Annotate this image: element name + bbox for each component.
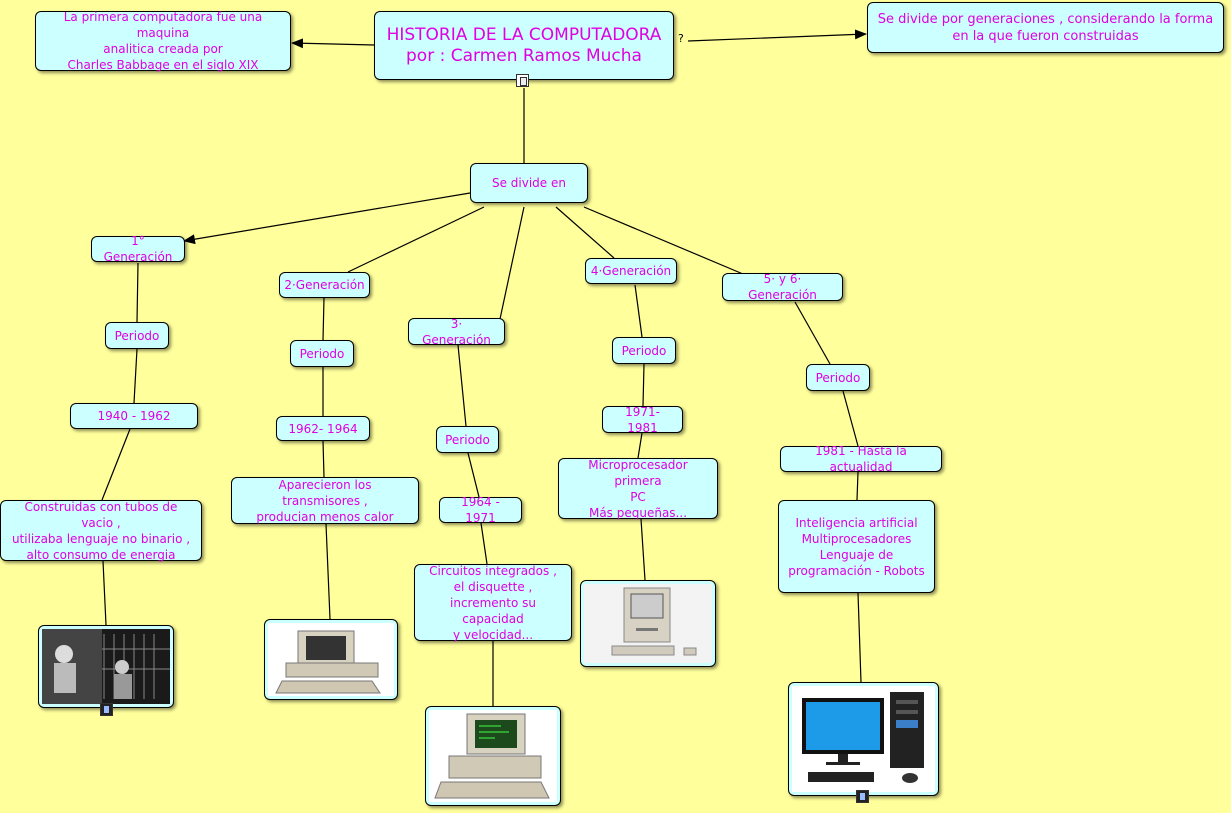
link-sedivide-gen3 xyxy=(499,206,525,320)
link-sedivide-gen2 xyxy=(347,206,485,273)
img56-node[interactable] xyxy=(788,682,939,796)
generaciones-info-node[interactable]: Se divide por generaciones , considerand… xyxy=(867,2,1224,53)
link-sedivide-gen4 xyxy=(555,206,615,259)
img4-node[interactable] xyxy=(580,580,716,667)
img3-node[interactable] xyxy=(425,706,561,806)
link-sedivide-gen56 xyxy=(583,206,744,275)
periodo1-node[interactable]: Periodo xyxy=(105,322,169,349)
title-node[interactable]: HISTORIA DE LA COMPUTADORA por : Carmen … xyxy=(374,11,674,80)
integrated-circuit-pc-photo xyxy=(429,710,557,802)
img2-node[interactable] xyxy=(264,619,398,700)
gen2-node[interactable]: 2·Generación xyxy=(279,272,370,298)
macintosh-photo xyxy=(584,584,712,663)
fecha1-node[interactable]: 1940 - 1962 xyxy=(70,403,198,429)
fecha56-node[interactable]: 1981 - Hasta la actualidad xyxy=(780,444,942,474)
desc1-node[interactable]: Construidas con tubos de vacio , utiliza… xyxy=(0,500,202,562)
link-title-babbage xyxy=(291,38,375,49)
link-label: ? xyxy=(678,32,684,45)
gen4-node[interactable]: 4·Generación xyxy=(585,258,677,284)
vacuum-tube-computer-photo xyxy=(42,629,170,704)
desc3-node[interactable]: Circuitos integrados , el disquette , in… xyxy=(414,564,572,642)
desc4-node[interactable]: Microprocesador primera PC Más pequeñas.… xyxy=(558,458,718,520)
fecha2-node[interactable]: 1962- 1964 xyxy=(276,416,370,441)
desc56-node[interactable]: Inteligencia artificial Multiprocesadore… xyxy=(778,500,935,593)
modern-desktop-photo xyxy=(792,686,935,792)
video-attachment-icon-2[interactable] xyxy=(856,790,869,803)
periodo2-node[interactable]: Periodo xyxy=(290,340,354,367)
link-sedivide-gen1 xyxy=(183,192,471,245)
gen56-node[interactable]: 5· y 6· Generación xyxy=(722,272,843,302)
periodo3-node[interactable]: Periodo xyxy=(436,426,499,453)
desc2-node[interactable]: Aparecieron los transmisores , producian… xyxy=(231,477,419,524)
gen3-node[interactable]: 3· Generación xyxy=(408,317,505,347)
video-attachment-icon[interactable] xyxy=(100,703,113,716)
fecha3-node[interactable]: 1964 - 1971 xyxy=(439,495,522,525)
transistor-pc-photo xyxy=(268,623,394,696)
gen1-node[interactable]: 1° Generación xyxy=(91,234,185,264)
img1-node[interactable] xyxy=(38,625,174,708)
periodo4-node[interactable]: Periodo xyxy=(612,337,676,364)
document-attachment-icon[interactable] xyxy=(516,74,529,87)
se-divide-node[interactable]: Se divide en xyxy=(470,163,588,203)
fecha4-node[interactable]: 1971- 1981 xyxy=(602,405,683,435)
link-title-generaciones xyxy=(687,29,867,42)
babbage-node[interactable]: La primera computadora fue una maquina a… xyxy=(35,10,291,72)
periodo56-node[interactable]: Periodo xyxy=(806,364,870,391)
